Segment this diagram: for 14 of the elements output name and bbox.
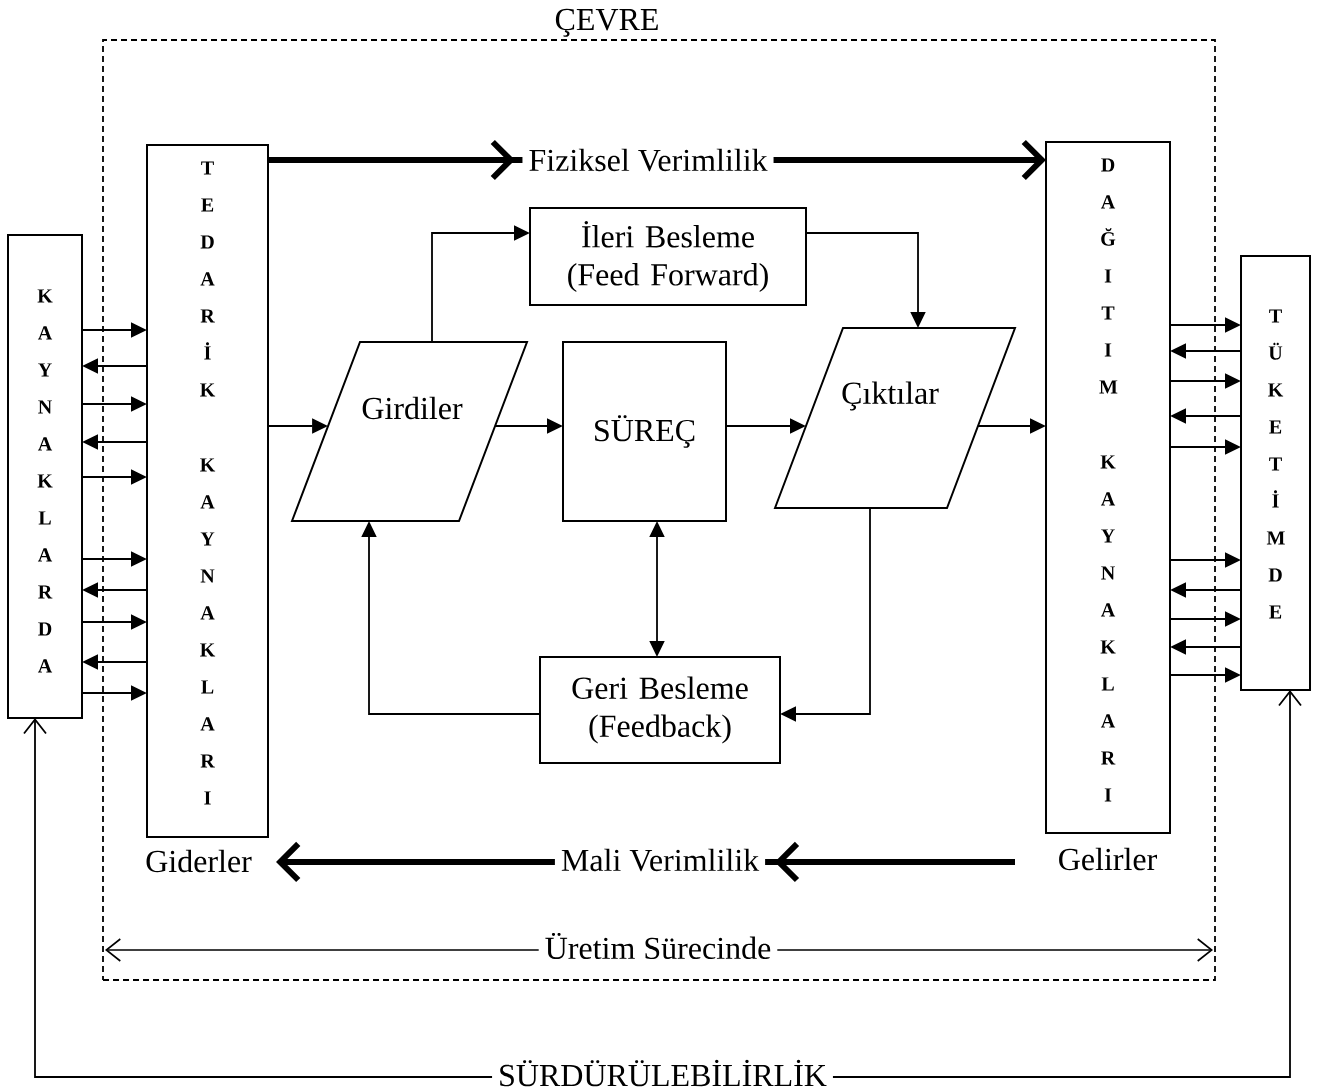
edge-label: Fiziksel Verimlilik <box>522 142 774 178</box>
edge-label: Mali Verimlilik <box>554 842 766 878</box>
text-label: Giderler <box>146 849 252 873</box>
dimension-label: Üretim Sürecinde <box>538 926 778 966</box>
process-box: İleri Besleme (Feed Forward) <box>529 207 807 306</box>
vertical-text-box: D A Ğ I T I M K A Y N A K L A R I <box>1045 141 1171 834</box>
text-label: Gelirler <box>1059 847 1157 871</box>
vertical-text-box: T E D A R İ K K A Y N A K L A R I <box>146 144 269 838</box>
process-box: Geri Besleme (Feedback) <box>539 656 781 764</box>
edge-label: SÜRDÜRÜLEBİLİRLİK <box>492 1053 833 1091</box>
vertical-text-box: T Ü K E T İ M D E <box>1240 255 1311 691</box>
node-label: ÇEVRE <box>555 8 658 37</box>
process-box: SÜREÇ <box>562 341 727 522</box>
vertical-text-box: K A Y N A K L A R D A <box>7 234 83 719</box>
